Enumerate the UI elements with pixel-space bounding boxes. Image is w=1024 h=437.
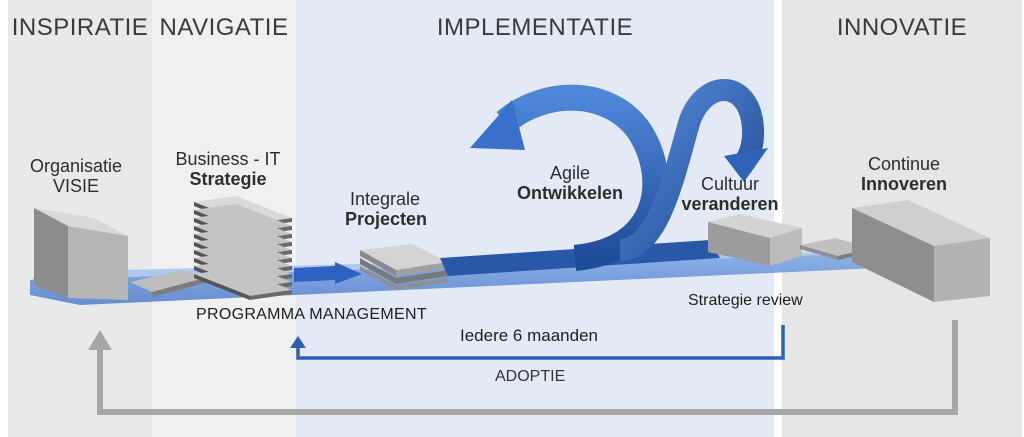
- agile-swirl: [440, 79, 768, 276]
- visie-plate: [130, 270, 205, 297]
- visie-block: [34, 208, 128, 300]
- six-month-cycle-arrow: [290, 325, 785, 360]
- strategie-review-label: Strategie review: [688, 292, 803, 309]
- phase-panel-implementatie: IMPLEMENTATIE: [296, 0, 774, 437]
- innoveren-label: Continue Innoveren: [860, 154, 948, 194]
- visie-label: Organisatie VISIE: [29, 156, 123, 196]
- phase-title-innovatie: INNOVATIE: [836, 14, 968, 41]
- phase-title-implementatie: IMPLEMENTATIE: [436, 14, 634, 41]
- projecten-plates: [360, 244, 448, 290]
- cultuur-label: Cultuur veranderen: [681, 174, 779, 214]
- phase-title-navigatie: NAVIGATIE: [159, 14, 289, 41]
- adoptie-label: ADOPTIE: [495, 368, 566, 385]
- cycle-label: Iedere 6 maanden: [460, 326, 598, 345]
- programma-management-label: PROGRAMMA MANAGEMENT: [196, 306, 427, 323]
- agile-label: Agile Ontwikkelen: [516, 163, 624, 203]
- innoveren-block: [852, 200, 990, 302]
- cultuur-block: [708, 214, 802, 266]
- strategie-to-projecten-arrow: [294, 262, 362, 284]
- phase-panel-inspiratie: INSPIRATIE: [8, 0, 152, 437]
- phase-title-inspiratie: INSPIRATIE: [11, 14, 149, 41]
- strategie-stack: [194, 196, 292, 300]
- agile-arrow-head: [470, 100, 525, 150]
- cultuur-arrow-head: [724, 148, 768, 182]
- strategie-label: Business - IT Strategie: [175, 149, 281, 189]
- projecten-label: Integrale Projecten: [345, 189, 428, 229]
- stack-layer: [194, 268, 292, 296]
- adoptie-feedback-arrow: [88, 320, 958, 415]
